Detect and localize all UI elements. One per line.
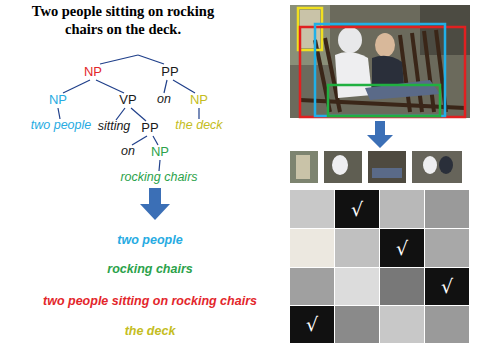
photo-background — [290, 5, 470, 118]
tree-line — [131, 108, 146, 121]
bounding-box — [298, 8, 322, 50]
check-mark: √ — [396, 239, 408, 258]
tree-line — [173, 80, 195, 93]
parse-tree-label: NP — [49, 93, 67, 107]
crop-detail — [423, 156, 437, 174]
phrase-label: two people — [117, 234, 182, 248]
bounding-box — [300, 27, 465, 117]
parse-tree-label: NP — [151, 145, 169, 159]
match-cell: √ — [425, 268, 469, 305]
parse-tree-label: PP — [161, 65, 178, 79]
tree-line — [132, 136, 147, 145]
bounding-box — [328, 85, 440, 116]
crop-detail — [296, 155, 310, 179]
phrase-label: the deck — [125, 325, 176, 339]
parse-tree-label: PP — [141, 121, 158, 135]
parse-tree-label: the deck — [175, 119, 222, 133]
grid-cell — [425, 190, 469, 228]
phrase-label: two people sitting on rocking chairs — [43, 295, 257, 309]
phrase-label: rocking chairs — [107, 263, 192, 277]
tree-line — [159, 160, 160, 171]
crop-detail — [372, 168, 402, 178]
crop-detail — [332, 155, 348, 175]
grid-cell — [425, 229, 469, 267]
tree-line — [100, 55, 138, 64]
grid-cell — [290, 229, 334, 267]
down-arrow — [140, 188, 170, 220]
parse-tree-label: on — [121, 145, 135, 159]
crop-detail — [439, 156, 453, 174]
grid-cell — [290, 268, 334, 305]
tree-line — [198, 108, 199, 119]
photo — [290, 5, 470, 118]
parse-tree-label: sitting — [98, 120, 131, 134]
person-head — [375, 33, 395, 57]
grid-cell — [290, 190, 334, 228]
tree-line — [63, 80, 90, 93]
similarity-grid — [290, 190, 469, 343]
match-cell: √ — [335, 190, 379, 228]
match-cell: √ — [380, 229, 424, 267]
parse-tree-label: NP — [190, 93, 208, 107]
grid-cell — [335, 229, 379, 267]
tree-line — [138, 55, 164, 64]
crop — [412, 151, 462, 183]
grid-cell — [425, 306, 469, 343]
match-cell: √ — [290, 306, 334, 343]
parse-tree-label: VP — [119, 93, 136, 107]
parse-tree-label: rocking chairs — [120, 171, 197, 185]
check-mark: √ — [351, 200, 363, 219]
grid-cell — [380, 190, 424, 228]
parse-tree-label: two people — [31, 119, 91, 133]
tree-line — [153, 136, 158, 145]
check-mark: √ — [441, 277, 453, 296]
parse-tree-label: on — [157, 93, 171, 107]
tree-line — [96, 80, 124, 93]
person-head — [338, 27, 362, 53]
parse-tree-label: NP — [84, 65, 102, 79]
grid-cell — [380, 268, 424, 305]
grid-cell — [335, 268, 379, 305]
down-arrow — [367, 121, 393, 148]
grid-cell — [380, 306, 424, 343]
crop — [324, 151, 362, 183]
bounding-box — [315, 24, 445, 116]
tree-line — [164, 80, 167, 93]
photo-wall — [290, 5, 330, 65]
crop — [290, 151, 318, 183]
parse-tree-lines — [58, 55, 199, 171]
crop — [368, 151, 406, 183]
person-legs — [365, 80, 440, 100]
tree-line — [58, 108, 60, 119]
region-crops — [290, 151, 462, 183]
tree-line — [116, 108, 125, 120]
check-mark: √ — [306, 315, 318, 334]
grid-cell — [335, 306, 379, 343]
figure-title: Two people sitting on rocking chairs on … — [12, 2, 234, 38]
